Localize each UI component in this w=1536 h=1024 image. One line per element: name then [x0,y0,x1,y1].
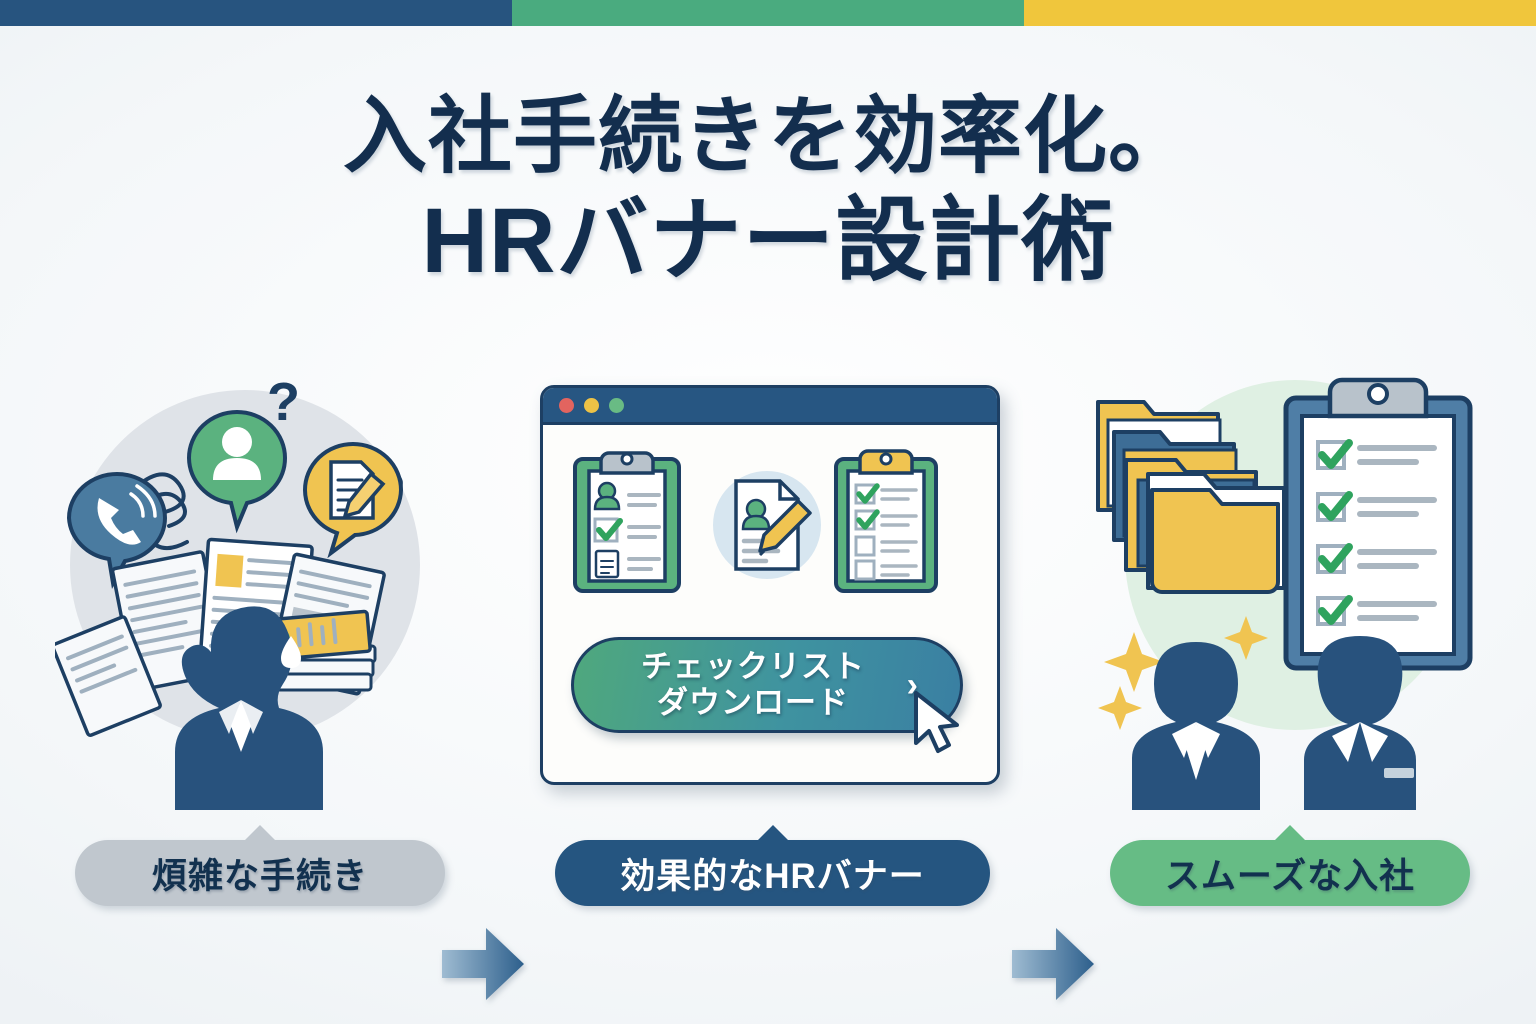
sparkle-icon [1098,616,1268,730]
top-bar-segment-navy [0,0,512,26]
close-dot[interactable] [559,397,574,413]
document-pencil-icon [702,459,832,594]
phone-bubble-icon [66,472,168,590]
businessman-icon [1132,642,1260,810]
page-title: 入社手続きを効率化。 HRバナー設計術 [0,88,1536,292]
stressed-person-icon [175,606,323,810]
svg-text:?: ? [267,372,300,432]
pill-pointer [755,825,790,842]
checklist-clipboard-icon [1283,377,1473,671]
caption-pill-effective-hr-banner: 効果的なHRバナー [555,825,990,906]
caption-pill-label: スムーズな入社 [1164,856,1416,896]
document-pencil-bubble-icon [302,442,404,559]
checklist-clipboard-icon [832,447,940,600]
browser-content: チェックリスト ダウンロード › [543,425,997,782]
caption-pill-complex-procedures: 煩雑な手続き [75,825,445,906]
maximize-dot[interactable] [609,397,624,413]
chevron-right-icon: › [906,666,918,704]
top-bar-segment-yellow [1024,0,1536,26]
minimize-dot[interactable] [584,397,599,413]
pill-pointer [1273,825,1307,842]
checklist-download-button[interactable]: チェックリスト ダウンロード › [571,637,963,753]
caption-pills: 煩雑な手続き 効果的なHRバナー スムーズな入社 [0,825,1536,930]
browser-window: チェックリスト ダウンロード › [540,385,1000,785]
cta-label-line-1: チェックリスト [641,649,865,684]
person-bubble-icon [186,410,288,534]
caption-pill-label: 煩雑な手続き [151,856,368,896]
browser-title-bar [543,388,997,425]
caption-pill-smooth-onboarding: スムーズな入社 [1110,825,1470,906]
scene-right-smooth: スムーズな入社 [1090,370,1490,810]
arrow-middle-to-right [1010,926,1096,1002]
title-line-2: HRバナー設計術 [421,190,1115,292]
scene-left-chaos: ? ? ? [55,370,425,810]
businesswoman-icon [1304,636,1416,810]
folder-stack-icon [1096,400,1286,594]
cta-label: チェックリスト ダウンロード [641,649,893,721]
top-bar-segment-green [512,0,1024,26]
banner-icon-row [557,441,983,601]
cta-label-line-2: ダウンロード [657,685,849,720]
top-color-bar [0,0,1536,26]
scenes-row: ? ? ? [0,370,1536,1000]
caption-pill-label: 効果的なHRバナー [620,856,925,896]
scene-middle-banner: チェックリスト ダウンロード › 効果的なHRバナー [540,385,1000,800]
clipboard-profile-icon [571,447,683,600]
mouse-cursor-icon [908,689,966,760]
arrow-left-to-middle [440,926,526,1002]
pill-pointer [243,825,277,842]
title-line-1: 入社手続きを効率化。 [342,89,1193,183]
